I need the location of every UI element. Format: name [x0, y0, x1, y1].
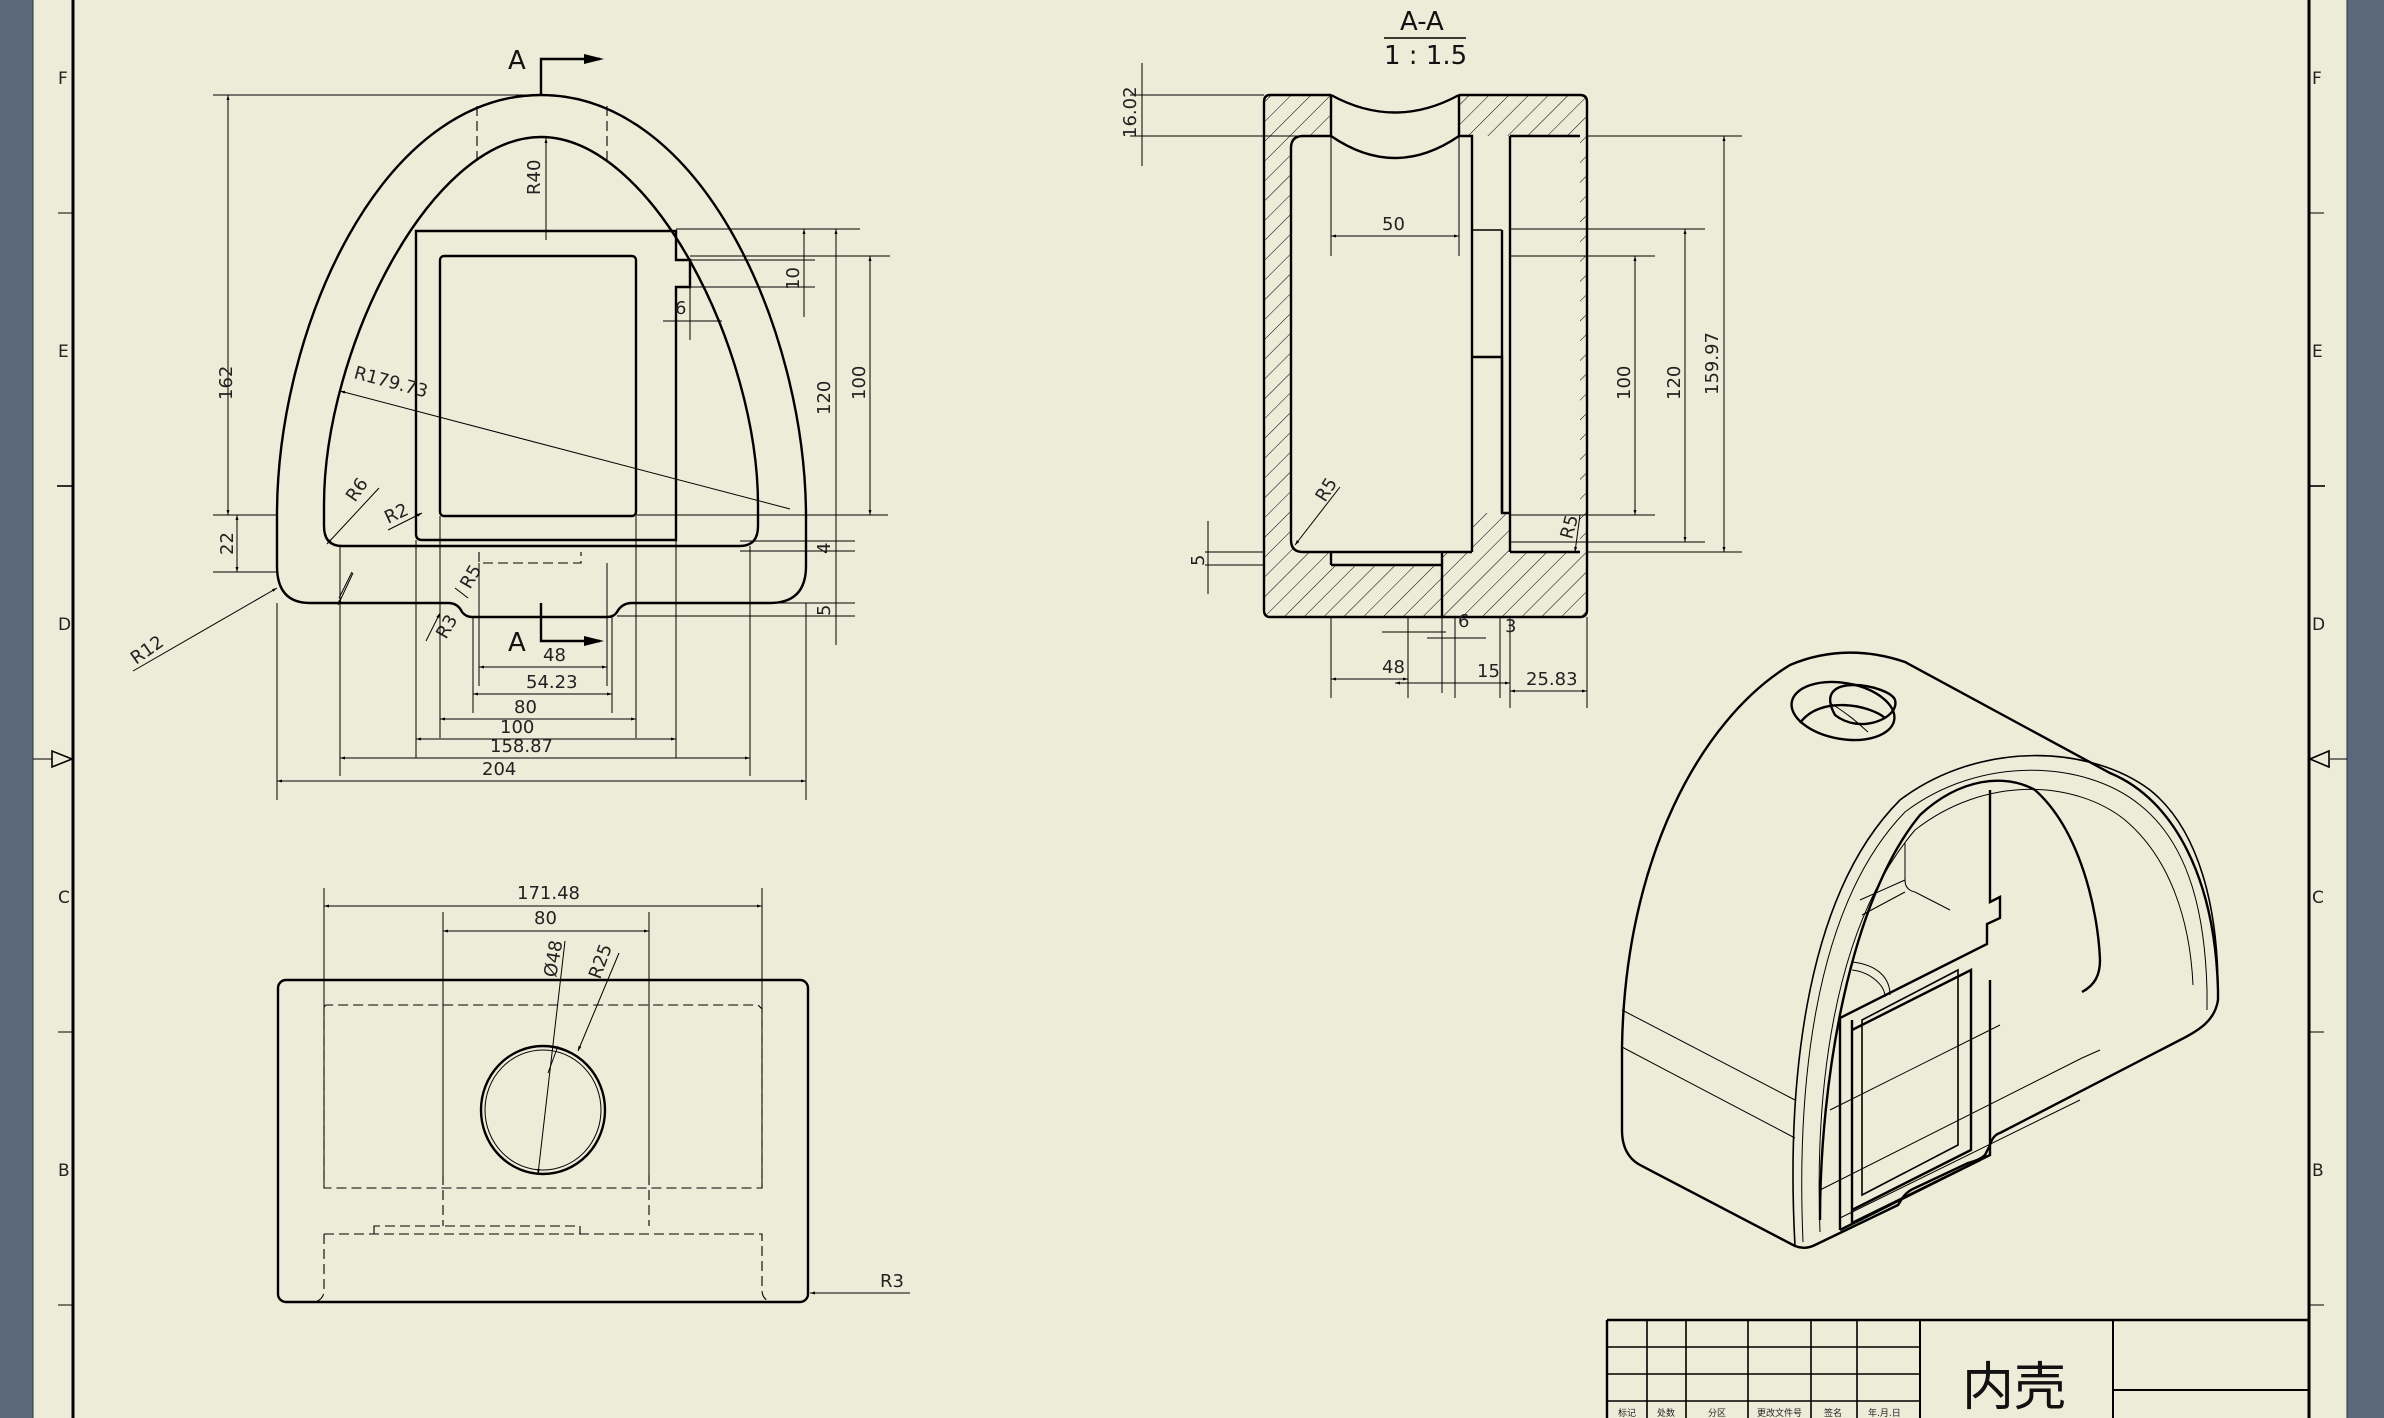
dim-159-97: 159.97 [1702, 332, 1723, 395]
sheet-border [33, 0, 2347, 1418]
dim-100-section: 100 [1614, 366, 1635, 400]
dim-100-w: 100 [500, 717, 534, 738]
dim-120: 120 [814, 381, 835, 415]
dim-50: 50 [1382, 214, 1405, 235]
dim-25-83: 25.83 [1526, 669, 1578, 690]
front-bottom-dims: 48 54.23 80 100 158.87 204 [276, 516, 807, 800]
dim-54-23: 54.23 [526, 672, 578, 693]
zone-labels-right: F E D C B [2312, 69, 2325, 1181]
dim-r40: R40 [524, 160, 545, 195]
zone-label: C [58, 888, 70, 908]
dim-6: 6 [675, 298, 686, 319]
section-marker-bottom[interactable]: A [508, 603, 604, 658]
dim-80-top: 80 [534, 908, 557, 929]
dim-48: 48 [543, 645, 566, 666]
front-inner-arch [322, 135, 760, 548]
dim-158-87: 158.87 [490, 736, 553, 757]
front-view[interactable]: R40 R179.73 162 22 R6 R2 R5 R3 R12 [127, 46, 890, 800]
part-name: 内壳 [1962, 1358, 2066, 1418]
tb-label-date: 年.月.日 [1868, 1407, 1901, 1418]
dim-r3-top: R3 [880, 1271, 904, 1292]
zone-label: B [2312, 1161, 2324, 1181]
tb-label-zone: 分区 [1708, 1408, 1726, 1418]
dim-48-section: 48 [1382, 657, 1405, 678]
section-view-a-a[interactable]: A-A 1 : 1.5 16.02 50 R5 [1120, 7, 1742, 708]
dim-162: 162 [216, 366, 237, 400]
zone-label: C [2312, 888, 2324, 908]
zone-label: F [58, 69, 68, 89]
dim-80: 80 [514, 697, 537, 718]
svg-text:A: A [508, 46, 526, 76]
front-outer-profile [275, 93, 808, 619]
zone-label: E [58, 342, 69, 362]
dim-22: 22 [217, 532, 238, 555]
zone-label: E [2312, 342, 2323, 362]
dim-16-02: 16.02 [1120, 86, 1141, 138]
title-block: 标记 处数 分区 更改文件号 签名 年.月.日 内壳 [1605, 1318, 2309, 1418]
dim-10: 10 [783, 267, 804, 290]
dim-15-section: 15 [1477, 661, 1500, 682]
tb-label-count: 处数 [1657, 1407, 1675, 1418]
zone-label: D [58, 615, 71, 635]
paper [33, 0, 2347, 1418]
tb-label-signature: 签名 [1824, 1407, 1842, 1418]
dim-100: 100 [849, 366, 870, 400]
dim-171-48: 171.48 [517, 883, 580, 904]
centering-mark-right-icon [2307, 749, 2330, 769]
isometric-view[interactable] [1620, 651, 2220, 1249]
zone-labels-left: F E D C B [58, 69, 71, 1181]
dim-5: 5 [814, 605, 835, 616]
section-scale: 1 : 1.5 [1384, 41, 1467, 71]
section-marker-top[interactable]: A [508, 46, 604, 95]
dim-120-section: 120 [1664, 366, 1685, 400]
dim-204: 204 [482, 759, 516, 780]
tb-label-mark: 标记 [1618, 1407, 1636, 1418]
tb-label-change-doc: 更改文件号 [1757, 1407, 1802, 1418]
dim-6-section: 6 [1458, 611, 1469, 632]
svg-text:A: A [508, 628, 526, 658]
section-label: A-A [1400, 7, 1444, 37]
centering-mark-left-icon [51, 749, 75, 769]
dim-3-section: 3 [1505, 616, 1516, 637]
zone-label: B [58, 1161, 70, 1181]
dim-5-section: 5 [1188, 555, 1209, 566]
top-view[interactable]: 171.48 80 Ø48 R25 R3 [276, 883, 910, 1304]
zone-label: F [2312, 69, 2322, 89]
dim-4: 4 [814, 543, 835, 554]
zone-label: D [2312, 615, 2325, 635]
